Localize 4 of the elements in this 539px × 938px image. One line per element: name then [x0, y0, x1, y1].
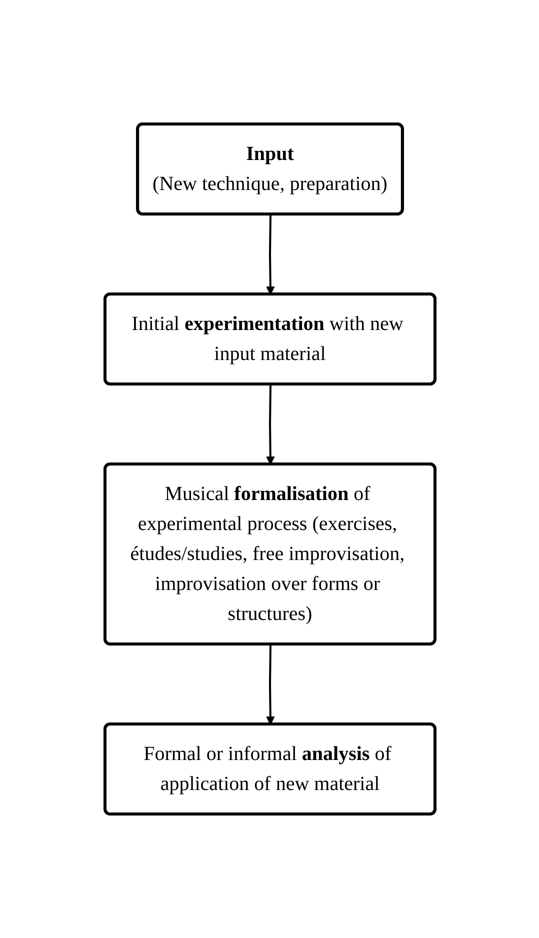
arrow — [266, 644, 274, 725]
node-text: Musical formalisation of experimental process (exercises, études/studies, free improvisation, improvisation over forms or structures) — [130, 483, 404, 625]
arrow — [266, 384, 274, 465]
arrow — [266, 214, 274, 295]
